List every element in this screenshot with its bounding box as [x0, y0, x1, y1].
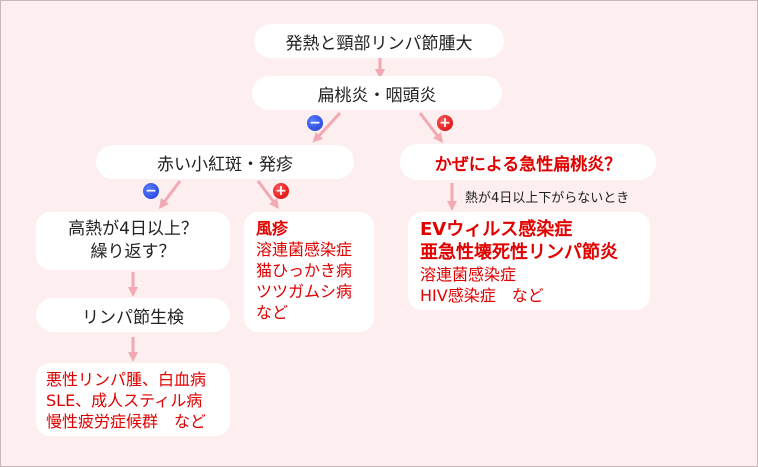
minus-badge-left-lower: − — [143, 183, 159, 199]
node-ev-title-1: EVウィルス感染症 — [420, 219, 573, 240]
node-biopsy-label: リンパ節生検 — [82, 307, 184, 328]
arrow-tonsil-to-cold — [418, 112, 444, 143]
node-malignant: 悪性リンパ腫、白血病 SLE、成人スティル病 慢性疲労症候群 など — [36, 363, 230, 436]
arrow-rash-to-fever — [159, 180, 182, 209]
node-rubella: 風疹 溶連菌感染症 猫ひっかき病 ツツガムシ病 など — [244, 212, 374, 332]
node-ev-line-2: HIV感染症 など — [420, 286, 544, 305]
node-rubella-title: 風疹 — [256, 219, 289, 238]
node-rash-label: 赤い小紅斑・発疹 — [157, 154, 293, 175]
node-rubella-line-4: など — [256, 303, 289, 322]
node-root-label: 発熱と頸部リンパ節腫大 — [285, 33, 473, 54]
node-tonsil-label: 扁桃炎・咽頭炎 — [317, 85, 437, 106]
plus-badge-right-upper: + — [437, 115, 453, 131]
node-fever: 高熱が4日以上？ 繰り返す？ — [36, 212, 230, 270]
node-fever-line-1: 高熱が4日以上？ — [68, 219, 198, 239]
node-cold: かぜによる急性扁桃炎？ — [400, 144, 656, 180]
node-rubella-line-1: 溶連菌感染症 — [256, 240, 353, 259]
node-malignant-line-3: 慢性疲労症候群 など — [46, 412, 207, 431]
node-cold-label: かぜによる急性扁桃炎？ — [434, 154, 622, 175]
node-root: 発熱と頸部リンパ節腫大 — [254, 24, 504, 58]
node-rubella-line-3: ツツガムシ病 — [256, 282, 353, 301]
node-tonsil: 扁桃炎・咽頭炎 — [252, 76, 502, 110]
node-rubella-line-2: 猫ひっかき病 — [256, 261, 353, 280]
arrow-tonsil-to-rash — [312, 111, 342, 143]
node-malignant-line-2: SLE、成人スティル病 — [46, 391, 203, 410]
condition-note: 熱が4日以上下がらないとき — [465, 191, 630, 206]
node-ev-line-1: 溶連菌感染症 — [420, 265, 517, 284]
arrow-rash-to-rubella — [256, 180, 279, 209]
minus-badge-left-upper: − — [307, 115, 323, 131]
node-ev-title-2: 亜急性壊死性リンパ節炎 — [420, 242, 618, 263]
node-biopsy: リンパ節生検 — [36, 298, 230, 332]
node-fever-line-2: 繰り返す？ — [90, 242, 176, 262]
node-malignant-line-1: 悪性リンパ腫、白血病 — [46, 370, 207, 389]
node-ev: EVウィルス感染症 亜急性壊死性リンパ節炎 溶連菌感染症 HIV感染症 など — [408, 212, 650, 310]
node-rash: 赤い小紅斑・発疹 — [96, 145, 354, 179]
plus-badge-right-lower: + — [273, 183, 289, 199]
